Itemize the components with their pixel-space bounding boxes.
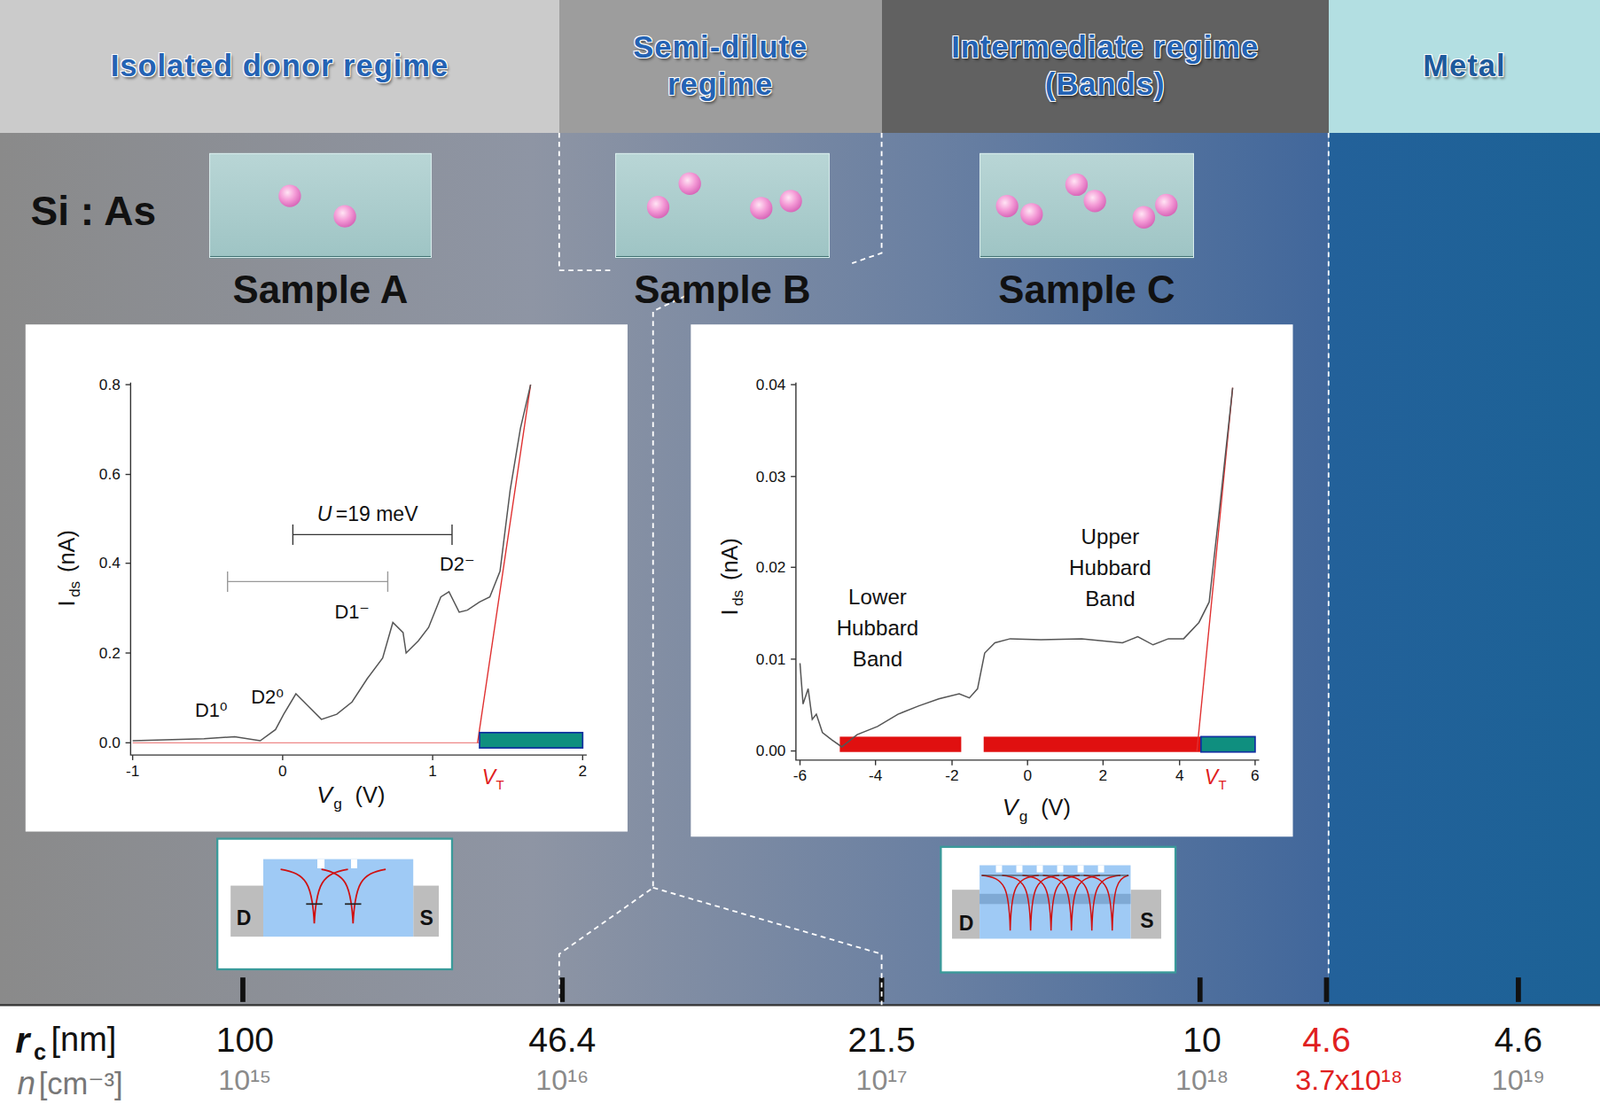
- tick-label: 2: [578, 763, 588, 781]
- radius-value: 4.6: [1494, 1022, 1543, 1061]
- radius-value: 10: [1182, 1022, 1222, 1061]
- tick-label: 0.00: [756, 742, 787, 760]
- tick-label: 0.02: [756, 559, 787, 577]
- tick-label: 0.2: [99, 644, 121, 662]
- sample-title: Sample C: [998, 267, 1175, 313]
- tick-label: 4: [1175, 766, 1185, 784]
- regime-ground: [0, 132, 1329, 1007]
- axis-label: (V): [355, 783, 386, 809]
- axis-title: n: [17, 1065, 36, 1102]
- density-value: 10¹⁸: [1175, 1065, 1229, 1097]
- tick-label: 0.03: [756, 468, 787, 485]
- donor-atoms: [278, 172, 1178, 229]
- sample-box: Sample C: [979, 153, 1195, 259]
- sample-boxes: [209, 153, 1195, 259]
- density-value: 10¹⁷: [855, 1065, 907, 1097]
- tick-label: 0: [1022, 766, 1032, 784]
- terminal-label: S: [1139, 909, 1154, 934]
- sample-title: Sample B: [633, 267, 811, 313]
- device-inset: DS: [217, 838, 453, 969]
- axis-label: (nA): [718, 538, 743, 581]
- plot-sample-a: [25, 324, 628, 832]
- tick-label: -4: [868, 766, 882, 784]
- axis-label: g: [1019, 807, 1029, 825]
- sample-box: Sample B: [615, 153, 830, 259]
- state-label: D1⁻: [334, 601, 369, 624]
- terminal-label: D: [959, 911, 975, 936]
- regime-title: Isolated donor regime: [34, 47, 525, 85]
- regime-title: Semi-dilute regime: [602, 29, 838, 103]
- threshold-label: V: [482, 767, 496, 790]
- axis-title: [nm]: [51, 1022, 118, 1060]
- axis-label: g: [333, 796, 343, 813]
- radius-value: 21.5: [848, 1022, 916, 1061]
- axis-title: r: [15, 1020, 30, 1062]
- density-value: 10¹⁶: [535, 1065, 589, 1097]
- density-value: 10¹⁹: [1491, 1065, 1546, 1097]
- energy-label: =19 meV: [335, 504, 419, 527]
- tick-label: 2: [1099, 766, 1109, 784]
- sample-title: Sample A: [233, 267, 409, 313]
- dashed-boundaries: [559, 132, 1329, 1007]
- tick-label: 6: [1250, 766, 1260, 784]
- radius-value: 46.4: [528, 1022, 596, 1061]
- tick-label: -2: [944, 766, 959, 784]
- terminal-label: D: [236, 906, 252, 931]
- threshold-label: T: [1217, 778, 1226, 793]
- tick-label: -6: [793, 766, 807, 784]
- material-label: Si : As: [31, 188, 157, 235]
- terminal-label: S: [419, 906, 433, 931]
- device-inset-a: [217, 839, 453, 970]
- tick-label: 0.8: [99, 375, 121, 393]
- regime-header: Intermediate regime (Bands): [881, 0, 1329, 133]
- density-value: 3.7x10¹⁸: [1295, 1065, 1403, 1097]
- device-inset: DS: [940, 846, 1176, 973]
- axis-label: V: [1002, 795, 1019, 821]
- state-label: D2⁻: [439, 554, 475, 576]
- density-value: 10¹⁵: [218, 1065, 272, 1097]
- state-label: D1⁰: [195, 700, 228, 722]
- axis-label: ds: [66, 581, 84, 598]
- device-inset-c: [940, 847, 1176, 974]
- axis-label: I: [54, 600, 80, 608]
- metal-ground: [1328, 132, 1600, 1007]
- tick-label: -1: [125, 763, 140, 781]
- axis-label: (nA): [54, 530, 80, 573]
- threshold-label: V: [1204, 767, 1218, 790]
- radius-value: 100: [216, 1022, 274, 1061]
- regime-title: Metal: [1342, 47, 1587, 85]
- radius-value: 4.6: [1302, 1022, 1351, 1061]
- band-label: Lower Hubbard Band: [816, 582, 939, 676]
- axis-ticks: [242, 977, 1519, 1003]
- tick-label: 0.0: [99, 734, 121, 752]
- band-label: Upper Hubbard Band: [1048, 522, 1171, 616]
- regime-header: Semi-dilute regime: [559, 0, 882, 133]
- regime-title: Intermediate regime (Bands): [919, 29, 1292, 103]
- tick-label: 0.01: [756, 650, 787, 668]
- tick-label: 1: [428, 763, 438, 781]
- axis-label: V: [316, 782, 333, 809]
- axis-label: I: [718, 608, 743, 616]
- sample-box: Sample A: [209, 153, 432, 259]
- axis-title: [cm⁻³]: [39, 1067, 124, 1101]
- tick-label: 0.6: [99, 466, 121, 484]
- axis-label: ds: [729, 589, 747, 606]
- plot-sample-c: [690, 324, 1293, 837]
- axis-line: [0, 1004, 1600, 1007]
- axis-label: (V): [1040, 796, 1071, 821]
- tick-label: 0.04: [756, 375, 787, 393]
- energy-label: U: [317, 504, 333, 527]
- tick-label: 0: [278, 763, 288, 781]
- regime-header: Isolated donor regime: [0, 0, 560, 133]
- axis-title: c: [33, 1040, 47, 1066]
- threshold-label: T: [495, 778, 504, 793]
- state-label: D2⁰: [250, 686, 284, 709]
- tick-label: 0.4: [99, 554, 121, 572]
- regime-header: Metal: [1328, 0, 1600, 133]
